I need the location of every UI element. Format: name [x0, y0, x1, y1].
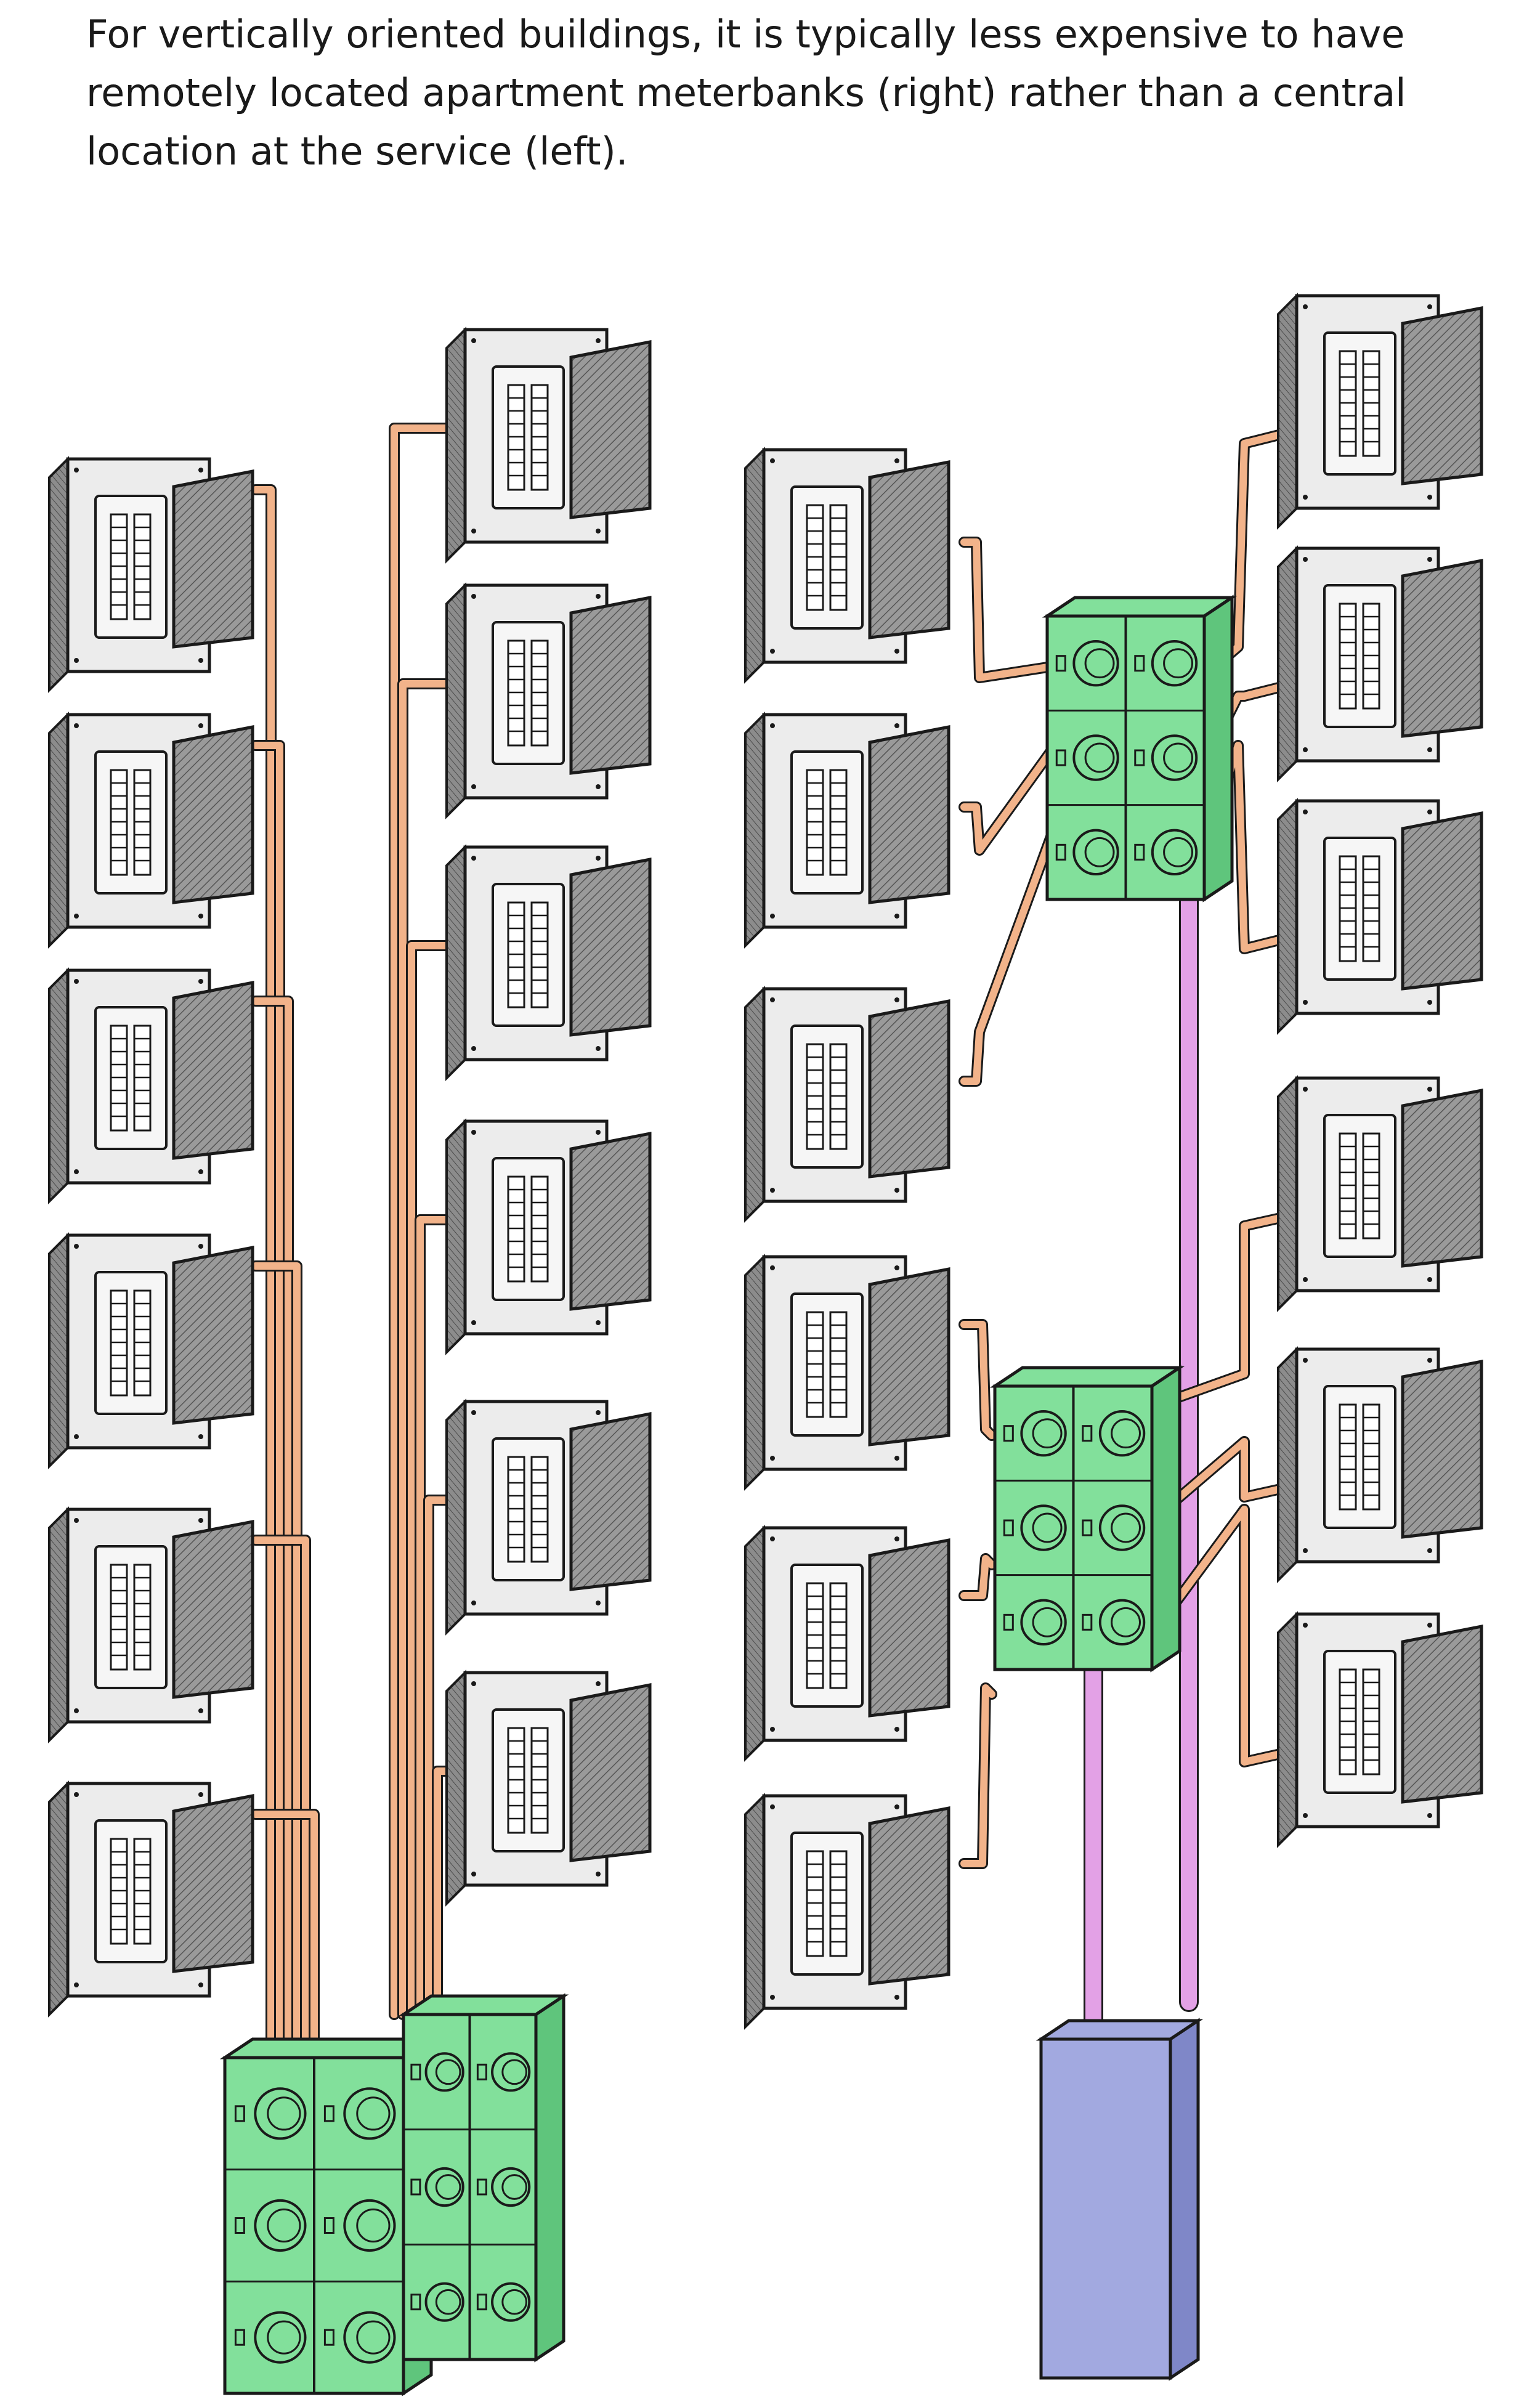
- meterbanks: [219, 594, 1238, 2396]
- meter: [1072, 734, 1119, 781]
- meter: [343, 2087, 396, 2140]
- apartment-panel: [744, 1525, 950, 1762]
- branch-conduit: [960, 736, 1063, 854]
- apartment-panel: [48, 1232, 254, 1469]
- apartment-panel: [744, 986, 950, 1223]
- meter: [491, 2282, 531, 2322]
- meter: [1020, 1599, 1067, 1646]
- branch-conduit: [252, 742, 283, 2055]
- branch-conduit: [408, 942, 463, 2018]
- caption: For vertically oriented buildings, it is…: [86, 12, 1406, 174]
- branch-conduits: [250, 423, 1305, 2057]
- apartment-panel: [1277, 798, 1483, 1035]
- meter: [1072, 829, 1119, 876]
- meter: [254, 2087, 307, 2140]
- apartment-panel: [445, 1670, 652, 1907]
- apartment-panel: [744, 1793, 950, 2030]
- apartment-panel: [1277, 1075, 1483, 1312]
- meter: [424, 2282, 464, 2322]
- branch-conduit: [399, 680, 463, 2018]
- apartment-panel: [445, 844, 652, 1081]
- meterbank: [398, 1993, 569, 2363]
- meter: [1098, 1504, 1146, 1551]
- branch-conduit: [252, 486, 275, 2055]
- apartment-panel: [1277, 1611, 1483, 1848]
- branch-conduit: [252, 997, 292, 2055]
- branch-conduit: [960, 1555, 995, 1599]
- apartment-panel: [744, 712, 950, 949]
- branch-conduit: [252, 1536, 309, 2055]
- branch-conduit: [1154, 1506, 1303, 1766]
- meter: [1098, 1410, 1146, 1457]
- service-front: [1039, 2037, 1172, 2380]
- meter: [491, 2167, 531, 2207]
- apartment-panel: [1277, 293, 1483, 530]
- branch-conduit: [960, 1321, 995, 1439]
- branch-conduit: [960, 538, 1063, 681]
- meter: [1151, 639, 1198, 687]
- branch-conduit: [252, 1262, 301, 2055]
- meter: [1098, 1599, 1146, 1646]
- service-enclosure: [1035, 2018, 1204, 2381]
- meterbank: [219, 2036, 437, 2396]
- meter: [1020, 1504, 1067, 1551]
- branch-conduit: [960, 1684, 995, 1867]
- meter: [254, 2311, 307, 2364]
- apartment-panel: [48, 1506, 254, 1743]
- meter: [254, 2199, 307, 2252]
- meter: [424, 2052, 464, 2092]
- meter: [1151, 829, 1198, 876]
- branch-conduit: [1154, 1438, 1303, 1519]
- branch-conduit: [1154, 1210, 1303, 1408]
- branch-conduit: [252, 1811, 318, 2055]
- meter: [424, 2167, 464, 2207]
- apartment-panel: [744, 447, 950, 684]
- meter: [491, 2052, 531, 2092]
- meter: [1072, 639, 1119, 687]
- service-side: [1169, 2018, 1200, 2381]
- branch-conduit: [391, 424, 463, 2018]
- meterbank: [989, 1365, 1185, 1673]
- apartment-panel: [445, 327, 652, 564]
- branch-conduit: [960, 809, 1063, 1085]
- apartment-panel: [744, 1254, 950, 1491]
- apartment-panel: [1277, 1346, 1483, 1583]
- apartment-panel: [445, 1398, 652, 1636]
- meterbank: [1042, 594, 1238, 903]
- apartment-panel: [445, 1118, 652, 1355]
- apartment-panel: [48, 1780, 254, 2018]
- apartment-panel: [445, 582, 652, 819]
- meter: [1020, 1410, 1067, 1457]
- meter: [1151, 734, 1198, 781]
- apartment-panels: [48, 293, 1483, 2030]
- meter: [343, 2311, 396, 2364]
- apartment-panel: [48, 712, 254, 949]
- meter: [343, 2199, 396, 2252]
- apartment-panel: [48, 456, 254, 693]
- apartment-panel: [48, 967, 254, 1204]
- apartment-panel: [1277, 545, 1483, 782]
